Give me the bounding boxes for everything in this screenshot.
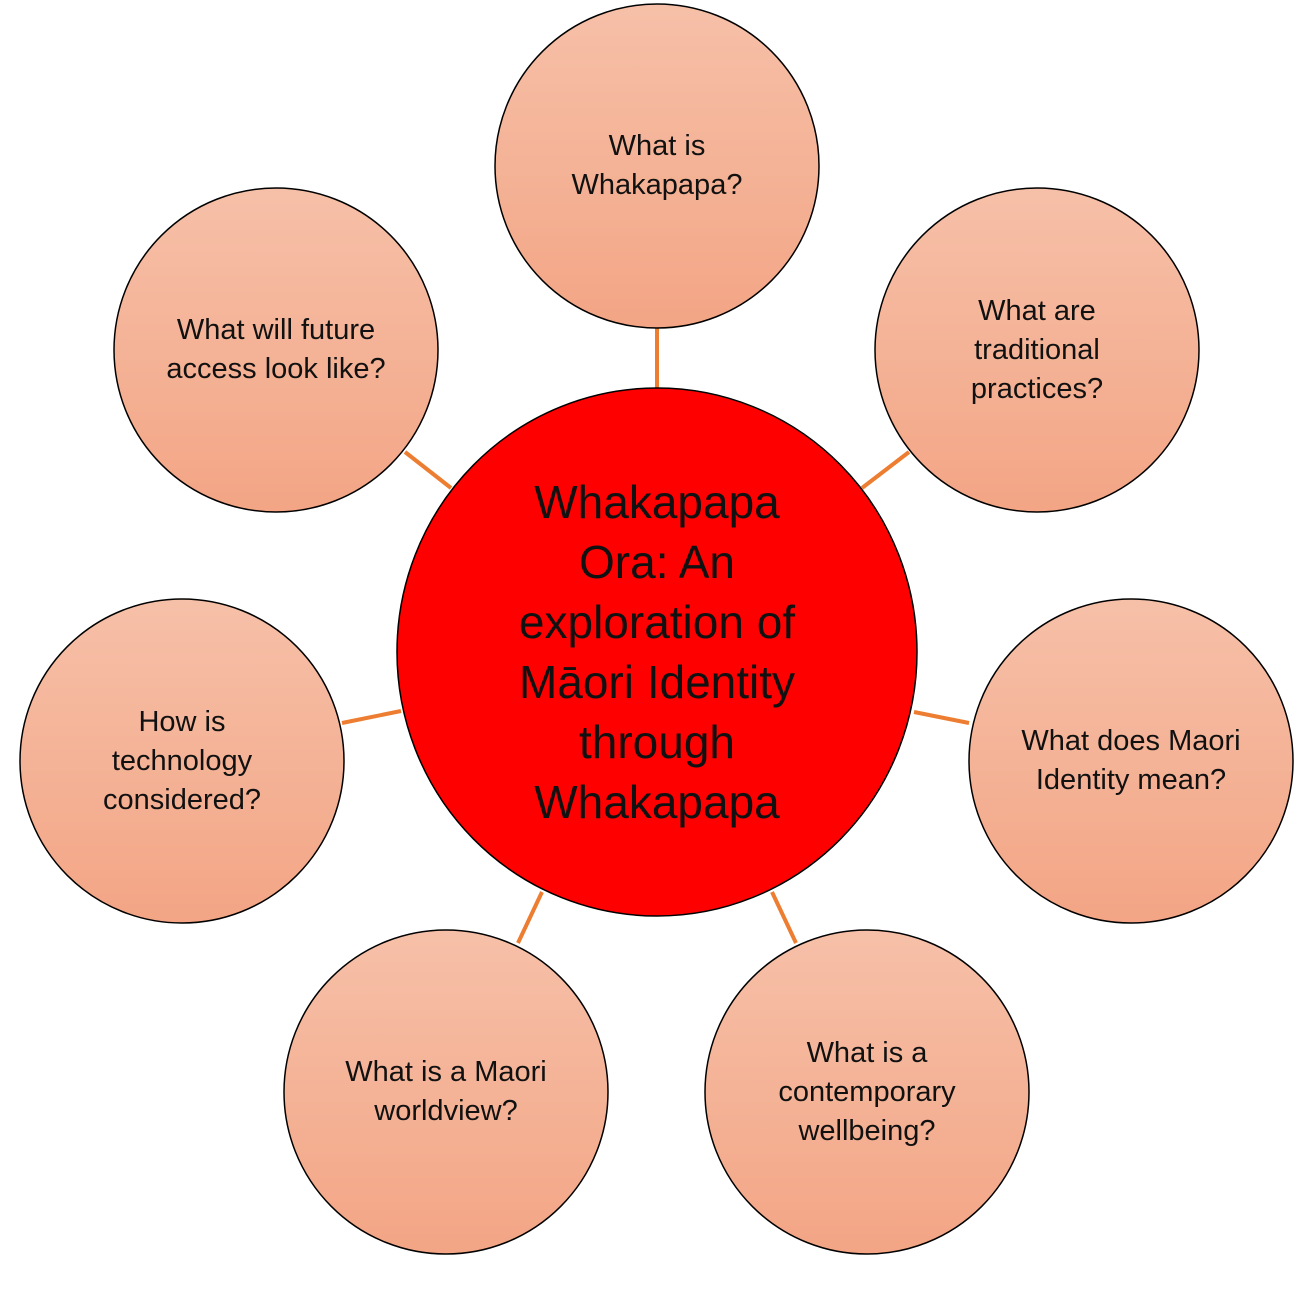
node-circle-maori-worldview: [283, 929, 609, 1255]
node-circle-traditional-practices: [874, 187, 1200, 513]
node-circle-contemporary-wellbeing: [704, 929, 1030, 1255]
node-circle-whakapapa: [494, 3, 820, 329]
connector-maori-identity: [913, 710, 970, 725]
connector-technology: [341, 709, 402, 725]
connector-traditional-practices: [860, 450, 911, 490]
node-circle-maori-identity: [968, 598, 1294, 924]
connector-future-access: [403, 450, 453, 490]
connector-maori-worldview: [516, 891, 544, 944]
connector-contemporary-wellbeing: [770, 891, 798, 944]
center-circle: [396, 387, 918, 917]
node-circle-future-access: [113, 187, 439, 513]
node-circle-technology: [19, 598, 345, 924]
